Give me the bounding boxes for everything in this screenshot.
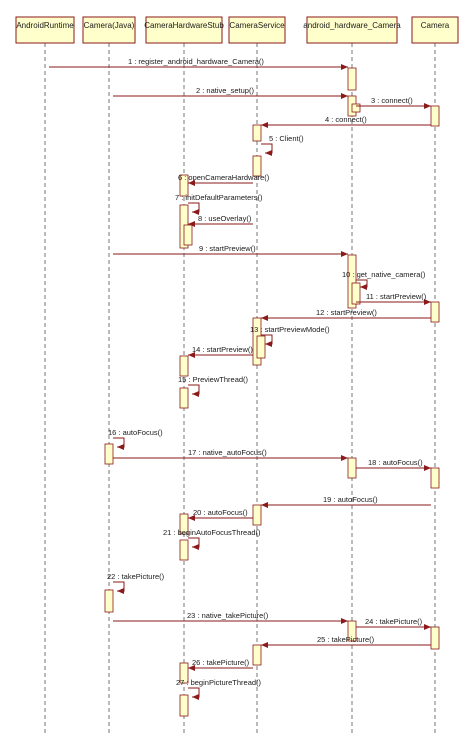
message-label: 3 : connect() — [371, 96, 413, 105]
lifeline-label-service: CameraService — [229, 21, 285, 30]
message-label: 16 : autoFocus() — [108, 428, 163, 437]
lifeline-label-camera: Camera — [421, 21, 450, 30]
message-label: 19 : autoFocus() — [323, 495, 378, 504]
arrowhead — [188, 221, 195, 227]
activation-box — [430, 467, 440, 489]
arrowhead — [261, 502, 268, 508]
message-label: 17 : native_autoFocus() — [188, 448, 267, 457]
arrowhead — [360, 284, 367, 290]
arrowhead — [188, 180, 195, 186]
lifeline-label-hwcam: android_hardware_Camera — [303, 21, 401, 30]
arrowhead — [188, 665, 195, 671]
arrowhead — [188, 352, 195, 358]
activation-box — [347, 620, 357, 642]
lifeline-label-runtime: AndroidRuntime — [16, 21, 74, 30]
message-label: 21 : beginAutoFocusThread() — [163, 528, 261, 537]
message-label: 18 : autoFocus() — [368, 458, 423, 467]
arrowhead — [424, 299, 431, 305]
activation-box — [179, 694, 189, 717]
message-label: 23 : native_takePicture() — [187, 611, 269, 620]
activation-box — [347, 67, 357, 91]
activation-box — [430, 626, 440, 650]
activation-box — [351, 282, 361, 305]
message-label: 7 : initDefaultParameters() — [175, 193, 263, 202]
activation-box — [183, 224, 193, 246]
message-label: 8 : useOverlay() — [198, 214, 252, 223]
arrowhead — [117, 588, 124, 594]
arrowhead — [341, 618, 348, 624]
activation-box — [252, 644, 262, 666]
activation-box — [179, 513, 189, 535]
lifeline-head-runtime[interactable] — [15, 16, 75, 44]
activation-box — [179, 387, 189, 409]
message-label: 9 : startPreview() — [199, 244, 256, 253]
arrowhead — [265, 150, 272, 156]
lifeline-label-camjava: Camera(Java) — [84, 21, 135, 30]
activation-box — [256, 335, 266, 359]
message-label: 14 : startPreview() — [192, 345, 253, 354]
message-label: 11 : startPreview() — [366, 292, 427, 301]
lifeline-head-camjava[interactable] — [82, 16, 136, 44]
message-label: 12 : startPreview() — [316, 308, 377, 317]
arrowhead — [192, 209, 199, 215]
activation-box — [252, 504, 262, 526]
activation-box — [104, 589, 114, 613]
activation-box — [430, 105, 440, 127]
message-label: 5 : Client() — [269, 134, 304, 143]
message-label: 4 : connect() — [325, 115, 367, 124]
lifeline-label-stub: CameraHardwareStub — [144, 21, 224, 30]
arrowhead — [341, 455, 348, 461]
arrowhead — [424, 624, 431, 630]
message-label: 6 : openCameraHardware() — [178, 173, 270, 182]
lifeline-head-service[interactable] — [228, 16, 286, 44]
message-label: 22 : takePicture() — [107, 572, 165, 581]
lifeline-head-stub[interactable] — [145, 16, 223, 44]
activation-box — [252, 124, 262, 142]
message-label: 26 : takePicture() — [192, 658, 250, 667]
arrowhead — [117, 444, 124, 450]
activation-box — [179, 662, 189, 684]
arrowhead — [341, 251, 348, 257]
activation-box — [179, 355, 189, 377]
message-label: 25 : takePicture() — [317, 635, 375, 644]
activation-box — [179, 539, 189, 561]
arrowhead — [192, 391, 199, 397]
message-label: 1 : register_android_hardware_Camera() — [128, 57, 264, 66]
arrowhead — [265, 341, 272, 347]
activation-box — [252, 155, 262, 177]
arrowhead — [261, 122, 268, 128]
message-label: 10 : get_native_camera() — [342, 270, 426, 279]
activation-box — [104, 443, 114, 465]
activation-box — [347, 457, 357, 479]
activation-box — [347, 254, 357, 309]
arrowhead — [261, 642, 268, 648]
activation-box — [351, 103, 361, 113]
arrowhead — [188, 515, 195, 521]
message-label: 27 : beginPictureThread() — [176, 678, 262, 687]
arrowhead — [192, 544, 199, 550]
message-label: 24 : takePicture() — [365, 617, 423, 626]
arrowhead — [424, 103, 431, 109]
message-label: 2 : native_setup() — [196, 86, 254, 95]
lifeline-head-hwcam[interactable] — [306, 16, 398, 44]
arrowhead — [341, 93, 348, 99]
activation-box — [430, 301, 440, 323]
lifeline-head-camera[interactable] — [411, 16, 459, 44]
arrowhead — [341, 64, 348, 70]
arrowhead — [261, 315, 268, 321]
activation-box — [179, 174, 189, 197]
message-label: 13 : startPreviewMode() — [250, 325, 330, 334]
arrowhead — [424, 465, 431, 471]
message-label: 15 : PreviewThread() — [178, 375, 249, 384]
message-label: 20 : autoFocus() — [193, 508, 248, 517]
arrowhead — [192, 694, 199, 700]
